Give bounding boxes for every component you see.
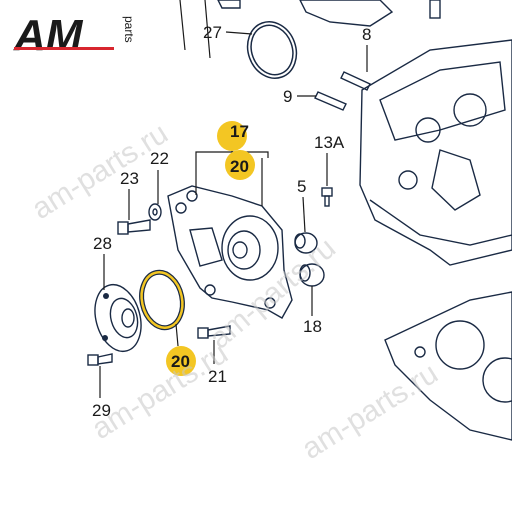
am-parts-logo: AM parts — [13, 11, 136, 60]
label-21: 21 — [208, 367, 227, 386]
washer-22 — [148, 203, 162, 221]
label-29: 29 — [92, 401, 111, 420]
watermark-3: am-parts.ru — [296, 357, 444, 466]
highlight-20-bottom — [166, 346, 196, 376]
bolt-21 — [197, 325, 231, 339]
label-22: 22 — [150, 149, 169, 168]
logo-parts-text: parts — [122, 16, 136, 43]
head-gasket — [384, 291, 512, 441]
label-8: 8 — [362, 25, 371, 44]
logo-am-text: AM — [13, 11, 84, 60]
flange-housing — [167, 185, 293, 319]
label-13a: 13A — [314, 133, 345, 152]
label-20-top-over: 20 — [230, 157, 249, 176]
top-assembly — [179, 0, 441, 59]
label-27: 27 — [203, 23, 222, 42]
bolt-23 — [117, 219, 151, 235]
seal-ring-27 — [246, 21, 298, 79]
engine-block — [359, 39, 512, 266]
watermark-2: am-parts.ru — [86, 337, 234, 446]
bolt-29 — [87, 353, 113, 366]
watermark-4: am-parts.ru — [203, 231, 342, 355]
highlight-17 — [217, 121, 247, 151]
label-20-bottom: 20 — [171, 352, 190, 371]
logo-underline — [14, 47, 114, 50]
label-5: 5 — [297, 177, 306, 196]
label-18: 18 — [303, 317, 322, 336]
o-ring-20 — [139, 269, 185, 331]
screw-13a — [321, 187, 333, 207]
seal-cover-28 — [94, 283, 142, 353]
stud-8 — [340, 71, 371, 91]
highlight-20-top — [225, 150, 255, 180]
stud-9 — [314, 91, 347, 111]
label-23: 23 — [120, 169, 139, 188]
label-17-over: 17 — [230, 122, 249, 141]
label-28: 28 — [93, 234, 112, 253]
bushing-5 — [294, 232, 318, 254]
label-9: 9 — [283, 87, 292, 106]
watermark-1: am-parts.ru — [26, 117, 174, 226]
